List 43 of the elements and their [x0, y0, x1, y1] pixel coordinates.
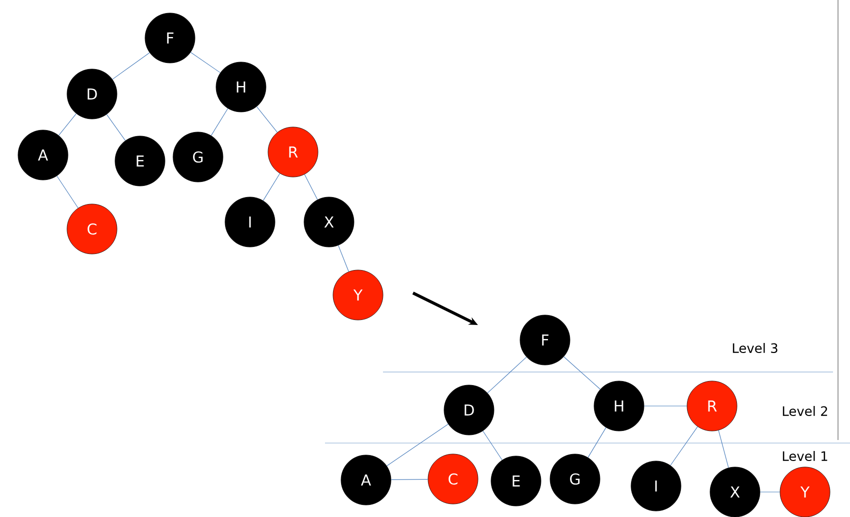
tree-node: E — [490, 456, 542, 506]
connector — [386, 424, 448, 466]
tree-node: H — [216, 62, 266, 112]
tree-node: Y — [780, 466, 830, 517]
connector — [56, 176, 78, 208]
tree-node: H — [594, 380, 644, 432]
tree-node: R — [686, 380, 738, 432]
connector — [588, 427, 606, 458]
connector — [482, 430, 502, 460]
tree-node: E — [114, 136, 166, 186]
connector — [256, 106, 278, 133]
tree-node: A — [18, 130, 68, 180]
connector — [304, 174, 318, 200]
connector — [390, 479, 428, 480]
connector — [487, 356, 527, 394]
level-label: Level 2 — [780, 404, 830, 418]
connector — [564, 356, 600, 390]
connector — [210, 108, 228, 136]
connector — [262, 173, 280, 201]
tree-node: Y — [332, 270, 384, 320]
connector — [190, 52, 221, 73]
connector — [338, 245, 349, 272]
tree-node: X — [304, 196, 354, 248]
tree-node: R — [268, 126, 318, 178]
tree-node: D — [444, 384, 494, 436]
level-label: Level 3 — [730, 342, 780, 354]
tree-node: A — [340, 454, 392, 506]
tree-node: I — [224, 196, 276, 248]
tree-node: F — [144, 12, 196, 64]
tree-node: I — [630, 460, 682, 512]
tree-node: G — [550, 454, 600, 504]
connector — [718, 430, 729, 468]
tree-node: C — [428, 454, 478, 504]
tree-node: C — [66, 204, 118, 254]
level-label: Level 1 — [780, 450, 830, 462]
tree-node: G — [172, 132, 224, 182]
tree-node: D — [66, 68, 118, 120]
connector — [112, 52, 150, 80]
connector — [58, 113, 77, 136]
connector — [670, 426, 698, 466]
tree-node: X — [710, 466, 760, 517]
connector — [106, 114, 126, 141]
tree-node: F — [520, 314, 570, 366]
